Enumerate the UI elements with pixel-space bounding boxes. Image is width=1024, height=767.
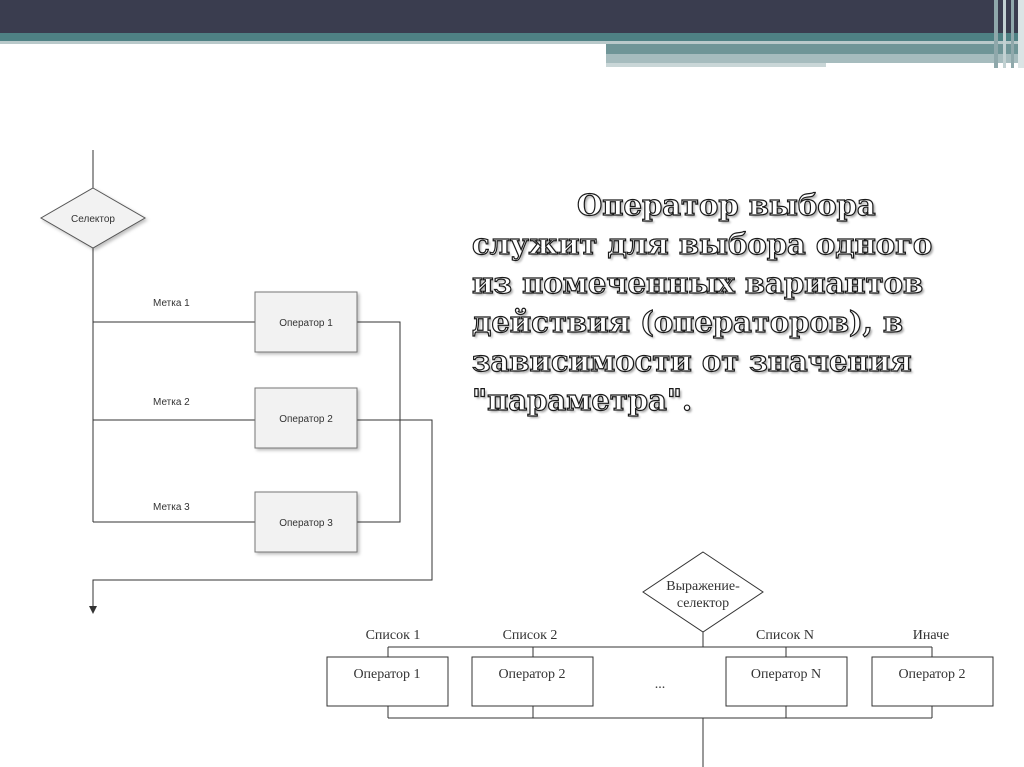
header-light-band — [0, 41, 1024, 44]
bottom-operator-1-box — [326, 656, 449, 707]
flow-exit-arrow — [89, 606, 97, 614]
operator-3-label: Оператор 3 — [279, 518, 333, 529]
bottom-operator-else-label: Оператор 2 — [898, 667, 965, 682]
operator-3-box — [254, 491, 358, 553]
label-metka-1: Метка 1 — [153, 298, 190, 309]
header-right-stripe-b — [1003, 0, 1006, 68]
bottom-operator-2-label: Оператор 2 — [498, 667, 565, 682]
flowchart-bottom: Выражение- селектор Список 1 Список 2 Сп… — [326, 551, 994, 767]
main-text-line-2: служит для выбора одного — [471, 226, 933, 261]
header-right-block-mid — [606, 54, 1024, 63]
bottom-list-2-label: Список 2 — [503, 628, 558, 643]
bottom-list-n-label: Список N — [756, 628, 814, 643]
selector-diamond — [39, 187, 147, 249]
operator-1-label: Оператор 1 — [279, 318, 333, 329]
flow-return-outer-line — [92, 419, 433, 608]
header-right-stripe-c — [1011, 0, 1014, 68]
operator-2-label: Оператор 2 — [279, 414, 333, 425]
bottom-operator-n-label: Оператор N — [751, 667, 821, 682]
header-right-stripe-d — [1018, 0, 1024, 68]
label-metka-2: Метка 2 — [153, 397, 190, 408]
bottom-operator-1-label: Оператор 1 — [353, 667, 420, 682]
bottom-selector-label-line1: Выражение- — [666, 579, 740, 594]
header-right-block-low — [606, 63, 826, 67]
header-right-stripe-a — [994, 0, 998, 68]
main-text-line-1: Оператор выбора — [576, 187, 876, 222]
bottom-list-1-label: Список 1 — [366, 628, 421, 643]
header-teal-band — [0, 33, 1024, 41]
operator-1-box — [254, 291, 358, 353]
slide-header-decoration — [0, 0, 1024, 68]
bottom-else-label: Иначе — [913, 628, 950, 643]
bottom-selector-diamond — [642, 551, 764, 633]
main-text-line-6: "параметра". — [471, 382, 693, 417]
main-description-text: Оператор выбора служит для выбора одного… — [471, 186, 992, 420]
bottom-ellipsis: ... — [655, 677, 666, 692]
bottom-operator-2-box — [471, 656, 594, 707]
header-dark-band — [0, 0, 1024, 33]
selector-label: Селектор — [71, 214, 115, 225]
bottom-operator-n-box — [725, 656, 848, 707]
flowchart-left: Селектор Метка 1 Метка 2 Метка 3 Операто… — [39, 150, 433, 614]
operator-2-box — [254, 387, 358, 449]
label-metka-3: Метка 3 — [153, 502, 190, 513]
bottom-selector-label-line2: селектор — [677, 596, 729, 611]
main-text-line-5: зависимости от значения — [471, 343, 912, 378]
flow-return-inner-line — [357, 321, 401, 523]
main-text-line-3: из помеченных вариантов — [471, 265, 924, 300]
bottom-operator-else-box — [871, 656, 994, 707]
header-right-block-top — [606, 44, 1024, 54]
main-text-line-4: действия (операторов), в — [471, 304, 904, 339]
